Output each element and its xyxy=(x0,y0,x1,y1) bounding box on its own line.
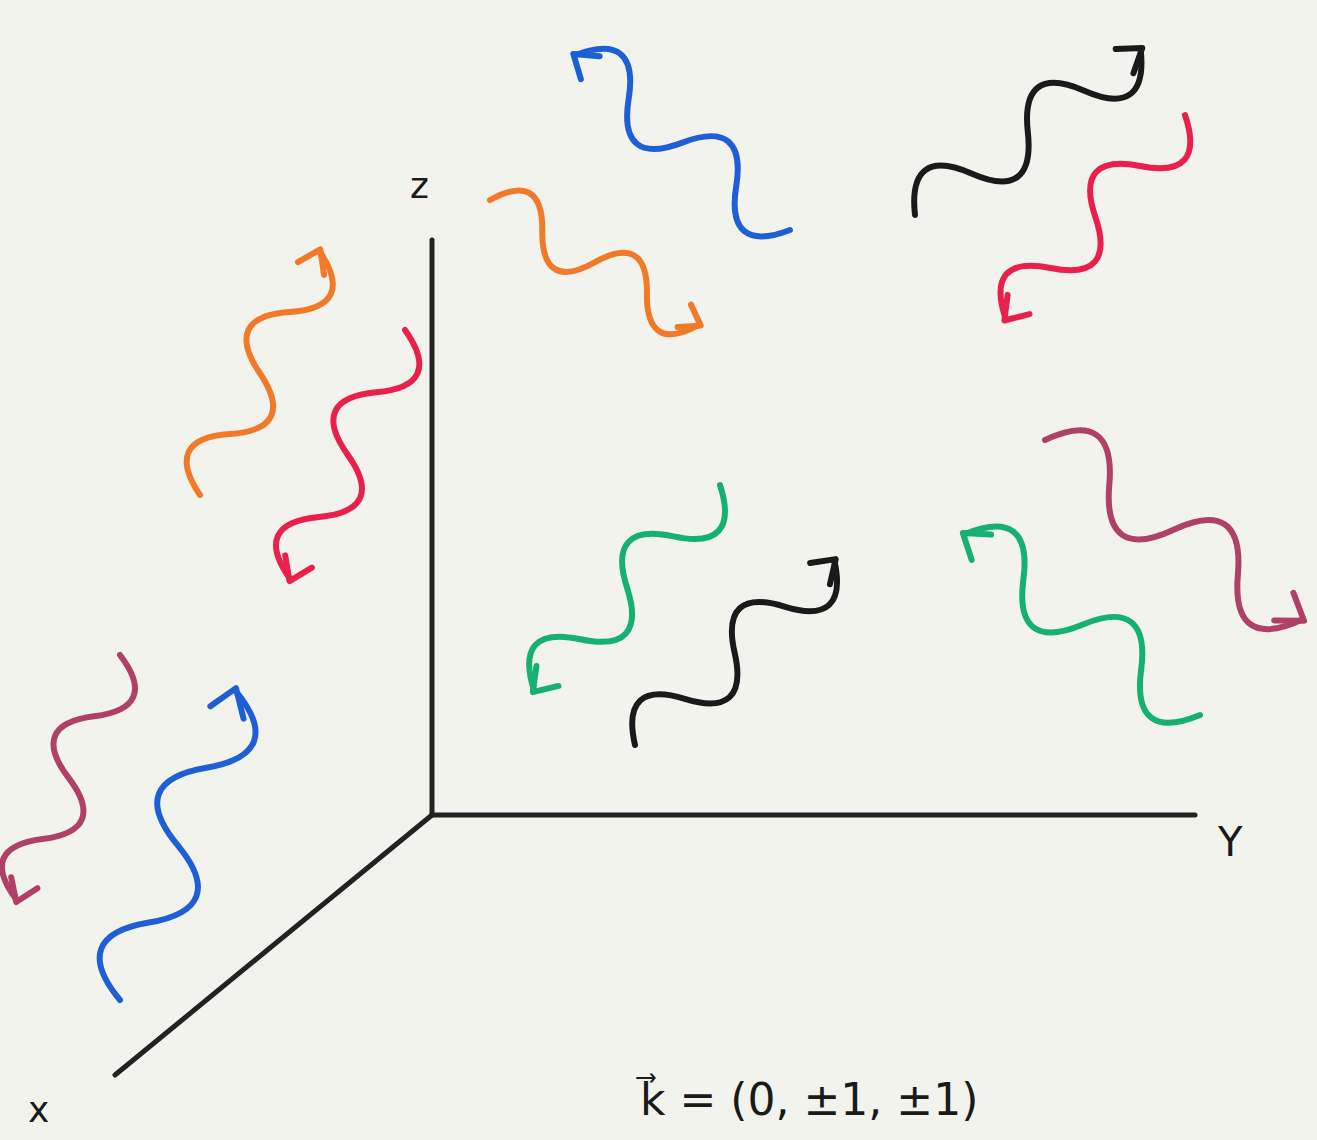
axes xyxy=(115,240,1195,1075)
axis-label: Y xyxy=(1218,822,1242,862)
axis-label: x xyxy=(28,1092,49,1128)
wave-vector-label: k⃗ = (0, ±1, ±1) xyxy=(640,1078,978,1122)
axis-label: z xyxy=(410,168,429,204)
wave-arrows xyxy=(0,24,1317,1012)
